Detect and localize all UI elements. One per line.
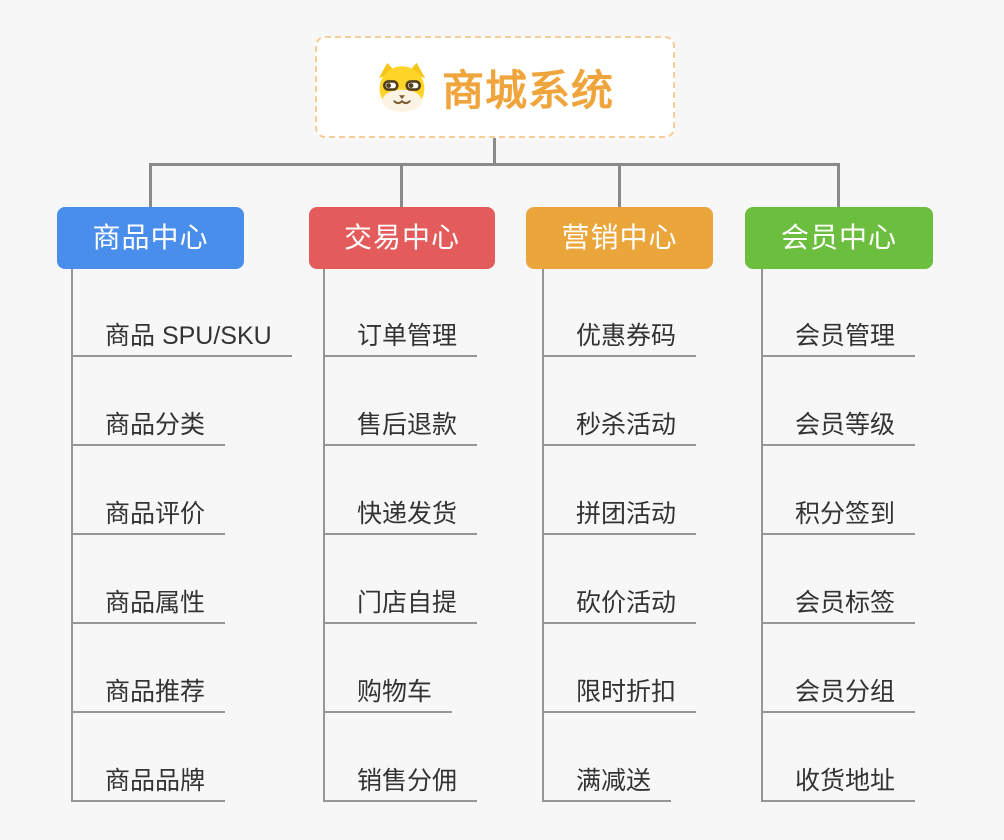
connector-drop-member — [837, 163, 840, 208]
leaf-node-product-spu-sku[interactable]: 商品 SPU/SKU — [71, 321, 292, 357]
leaf-node-sales-commission[interactable]: 销售分佣 — [323, 766, 478, 802]
leaf-node-flash-sale[interactable]: 秒杀活动 — [542, 410, 697, 446]
leaf-node-shipping-address[interactable]: 收货地址 — [761, 766, 916, 802]
branch-node-product-center[interactable]: 商品中心 — [57, 207, 244, 269]
connector-drop-marketing — [618, 163, 621, 208]
connector-bus — [149, 163, 840, 166]
root-node[interactable]: 商城系统 — [315, 36, 675, 138]
leaf-node-limited-time-discount[interactable]: 限时折扣 — [542, 677, 697, 713]
branch-node-marketing-center[interactable]: 营销中心 — [526, 207, 713, 269]
leaf-node-member-group[interactable]: 会员分组 — [761, 677, 916, 713]
connector-drop-product — [149, 163, 152, 208]
leaf-node-full-reduction[interactable]: 满减送 — [542, 766, 672, 802]
leaf-node-group-buy[interactable]: 拼团活动 — [542, 499, 697, 535]
leaf-node-product-category[interactable]: 商品分类 — [71, 410, 226, 446]
connector-drop-trade — [400, 163, 403, 208]
leaf-node-product-recommend[interactable]: 商品推荐 — [71, 677, 226, 713]
connector-root-stem — [493, 138, 496, 164]
leaf-node-express-delivery[interactable]: 快递发货 — [323, 499, 478, 535]
leaf-node-product-review[interactable]: 商品评价 — [71, 499, 226, 535]
branch-node-member-center[interactable]: 会员中心 — [745, 207, 933, 269]
leaf-node-aftersale-refund[interactable]: 售后退款 — [323, 410, 478, 446]
dog-avatar-icon — [376, 62, 428, 112]
leaf-node-member-level[interactable]: 会员等级 — [761, 410, 916, 446]
root-title: 商城系统 — [441, 66, 614, 114]
leaf-node-points-checkin[interactable]: 积分签到 — [761, 499, 916, 535]
leaf-node-product-attribute[interactable]: 商品属性 — [71, 588, 226, 624]
leaf-node-coupon-code[interactable]: 优惠券码 — [542, 321, 697, 357]
leaf-node-store-pickup[interactable]: 门店自提 — [323, 588, 478, 624]
leaf-node-order-management[interactable]: 订单管理 — [323, 321, 478, 357]
leaf-node-product-brand[interactable]: 商品品牌 — [71, 766, 226, 802]
leaf-node-member-tag[interactable]: 会员标签 — [761, 588, 916, 624]
leaf-node-member-management[interactable]: 会员管理 — [761, 321, 916, 357]
branch-node-trade-center[interactable]: 交易中心 — [309, 207, 495, 269]
leaf-node-shopping-cart[interactable]: 购物车 — [323, 677, 453, 713]
leaf-node-bargain-activity[interactable]: 砍价活动 — [542, 588, 697, 624]
